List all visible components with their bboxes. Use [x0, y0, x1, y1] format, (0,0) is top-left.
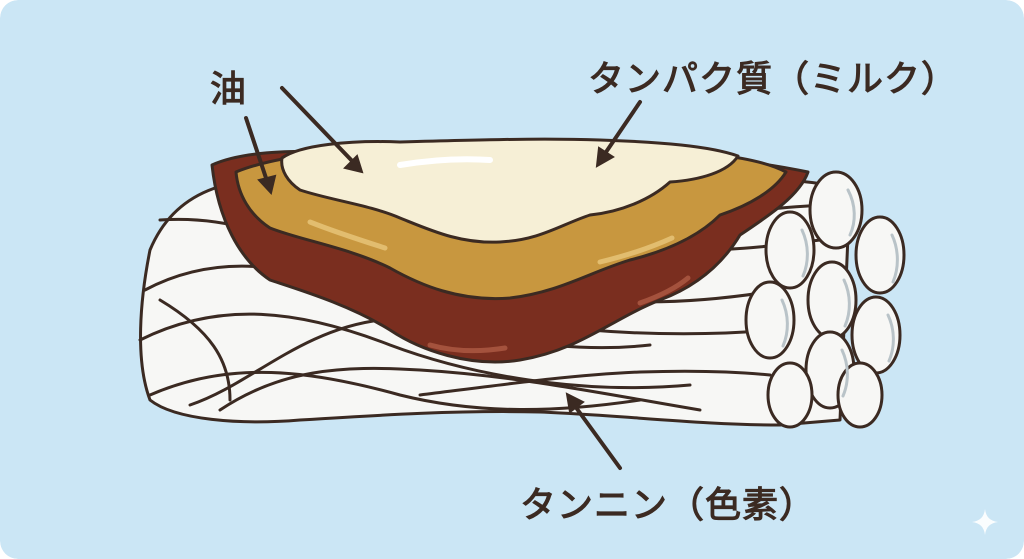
fiber-strand [218, 366, 702, 412]
fiber-strand [148, 370, 642, 411]
protein-label: タンパク質（ミルク） [588, 59, 959, 100]
protein-highlight [397, 156, 493, 168]
arrow-head [565, 392, 585, 414]
oil-highlight [307, 219, 388, 251]
oil-highlight [597, 235, 675, 265]
arrow-icon [244, 116, 277, 196]
arrow-icon [595, 100, 642, 168]
arrow-head [595, 146, 615, 168]
arrow-head [257, 174, 277, 196]
tannin-label: タンニン（色素） [520, 485, 817, 526]
sparkle-icon [972, 509, 998, 535]
tannin-highlight [637, 275, 691, 306]
fiber-end [766, 361, 814, 429]
fiber-strand [158, 298, 232, 402]
arrow-head [343, 154, 364, 174]
fiber-end-shading [780, 188, 899, 398]
tannin-highlight [427, 342, 508, 354]
oil-label: 油 [210, 69, 248, 110]
fiber-strand [188, 318, 382, 407]
fiber-end [836, 361, 884, 429]
arrow-icon [565, 392, 622, 470]
fiber-strand [138, 312, 692, 390]
fiber-strand [418, 369, 772, 397]
arrow-icon [280, 86, 364, 174]
protein-layer [280, 137, 740, 244]
